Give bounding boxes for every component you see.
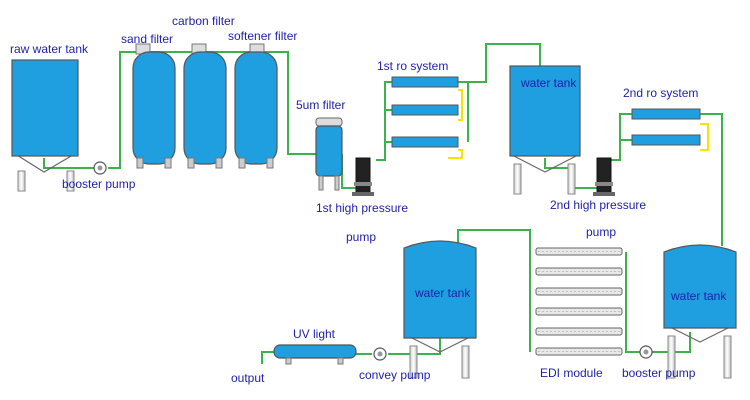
pipe-tank3-to-booster2 — [652, 332, 691, 353]
label-uv-light: UV light — [293, 327, 336, 341]
convey-pump — [373, 347, 387, 361]
pipe-booster-to-sand — [108, 51, 150, 169]
pipe-ro2-to-tank3 — [700, 113, 723, 246]
uv-light — [273, 344, 357, 365]
label-sand-filter: sand filter — [121, 32, 174, 46]
pipe-raw-to-sand — [43, 158, 100, 169]
label-convey-pump: convey pump — [359, 368, 431, 382]
pipe-softener-out — [255, 51, 318, 155]
label-2nd-ro-system: 2nd ro system — [623, 86, 699, 100]
label-1st-high-pressure: 1st high pressure — [316, 201, 409, 215]
label-booster-pump-1: booster pump — [62, 177, 136, 191]
pipe-ro1-feed-bottom — [384, 110, 392, 143]
yellow-ro1-a — [458, 89, 463, 121]
label-1st-ro-system: 1st ro system — [377, 59, 449, 73]
high-pressure-pump-2 — [593, 157, 615, 196]
label-water-tank-1: water tank — [521, 76, 577, 90]
pipe-booster2-to-edi — [625, 252, 640, 353]
label-raw-water-tank: raw water tank — [10, 42, 89, 56]
booster-pump-2 — [639, 345, 653, 359]
pipe-hp2-to-ro2 — [607, 113, 632, 161]
label-pump-2: pump — [586, 225, 617, 239]
label-output: output — [231, 371, 265, 385]
edi-module — [535, 247, 623, 356]
carbon-filter — [183, 43, 227, 169]
label-water-tank-2: water tank — [415, 286, 471, 300]
pipe-edi-to-tank2 — [457, 229, 531, 252]
yellow-ro1-b — [448, 149, 463, 159]
water-tank-1 — [509, 65, 581, 195]
water-tank-2 — [403, 240, 477, 379]
label-2nd-high-pressure: 2nd high pressure — [550, 198, 647, 212]
five-um-filter — [315, 117, 343, 191]
label-5um-filter: 5um filter — [296, 98, 346, 112]
pipe-tank2-to-convey — [388, 338, 441, 355]
raw-water-tank — [11, 59, 79, 192]
label-booster-pump-2: booster pump — [622, 366, 696, 380]
yellow-ro2-a — [700, 123, 709, 151]
sand-filter — [132, 43, 176, 169]
label-softener-filter: softener filter — [228, 29, 298, 43]
booster-pump-1 — [93, 161, 107, 175]
high-pressure-pump-1 — [352, 157, 374, 196]
ro-system-1 — [391, 76, 459, 148]
label-carbon-filter: carbon filter — [172, 14, 235, 28]
pipe-uv-to-output — [261, 351, 274, 364]
edi-module-stripes — [538, 251, 620, 352]
label-water-tank-3: water tank — [671, 289, 727, 303]
ro-system-2 — [631, 108, 701, 146]
pipe-ro1-feed-top — [384, 81, 392, 110]
softener-filter — [234, 43, 278, 169]
yellow-pipes — [448, 89, 709, 159]
pipe-ro1-top-out — [468, 43, 541, 83]
label-edi-module: EDI module — [540, 366, 603, 380]
water-tank-3 — [663, 244, 737, 379]
label-pump-1: pump — [346, 230, 377, 244]
